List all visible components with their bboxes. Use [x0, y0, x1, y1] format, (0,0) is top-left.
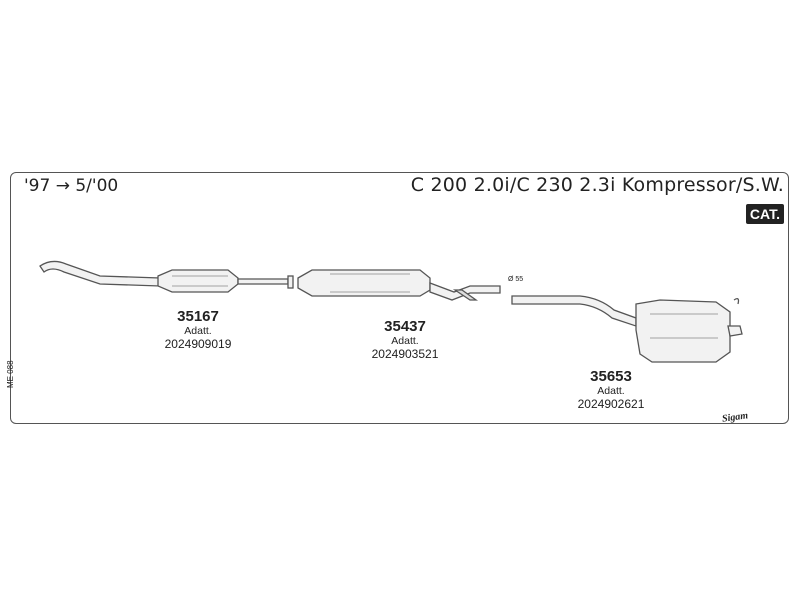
- middle-muffler-35437[interactable]: [297, 269, 501, 301]
- part-35167[interactable]: 35167 Adatt. 2024909019: [148, 308, 248, 351]
- part-number: 35653: [590, 368, 632, 385]
- diagram-frame: [10, 172, 789, 424]
- model-years: '97 → 5/'00: [24, 176, 119, 196]
- part-code: 2024902621: [577, 397, 645, 411]
- part-number: 35437: [384, 318, 426, 335]
- diameter-label: Ø 55: [508, 276, 524, 283]
- part-number: 35167: [177, 308, 219, 325]
- part-code: 2024909019: [164, 337, 232, 351]
- part-label: Adatt.: [184, 325, 212, 337]
- model-title: C 200 2.0i/C 230 2.3i Kompressor/S.W.: [410, 174, 784, 196]
- drawing-reference: ME 088: [6, 360, 15, 388]
- part-code: 2024903521: [371, 347, 439, 361]
- part-35437[interactable]: 35437 Adatt. 2024903521: [350, 318, 460, 361]
- cat-badge: CAT.: [745, 204, 784, 224]
- part-label: Adatt.: [597, 385, 625, 397]
- part-35653[interactable]: 35653 Adatt. 2024902621: [556, 368, 666, 411]
- rear-muffler-35653[interactable]: [511, 295, 743, 363]
- part-label: Adatt.: [391, 335, 419, 347]
- front-pipe-35167[interactable]: [39, 260, 294, 293]
